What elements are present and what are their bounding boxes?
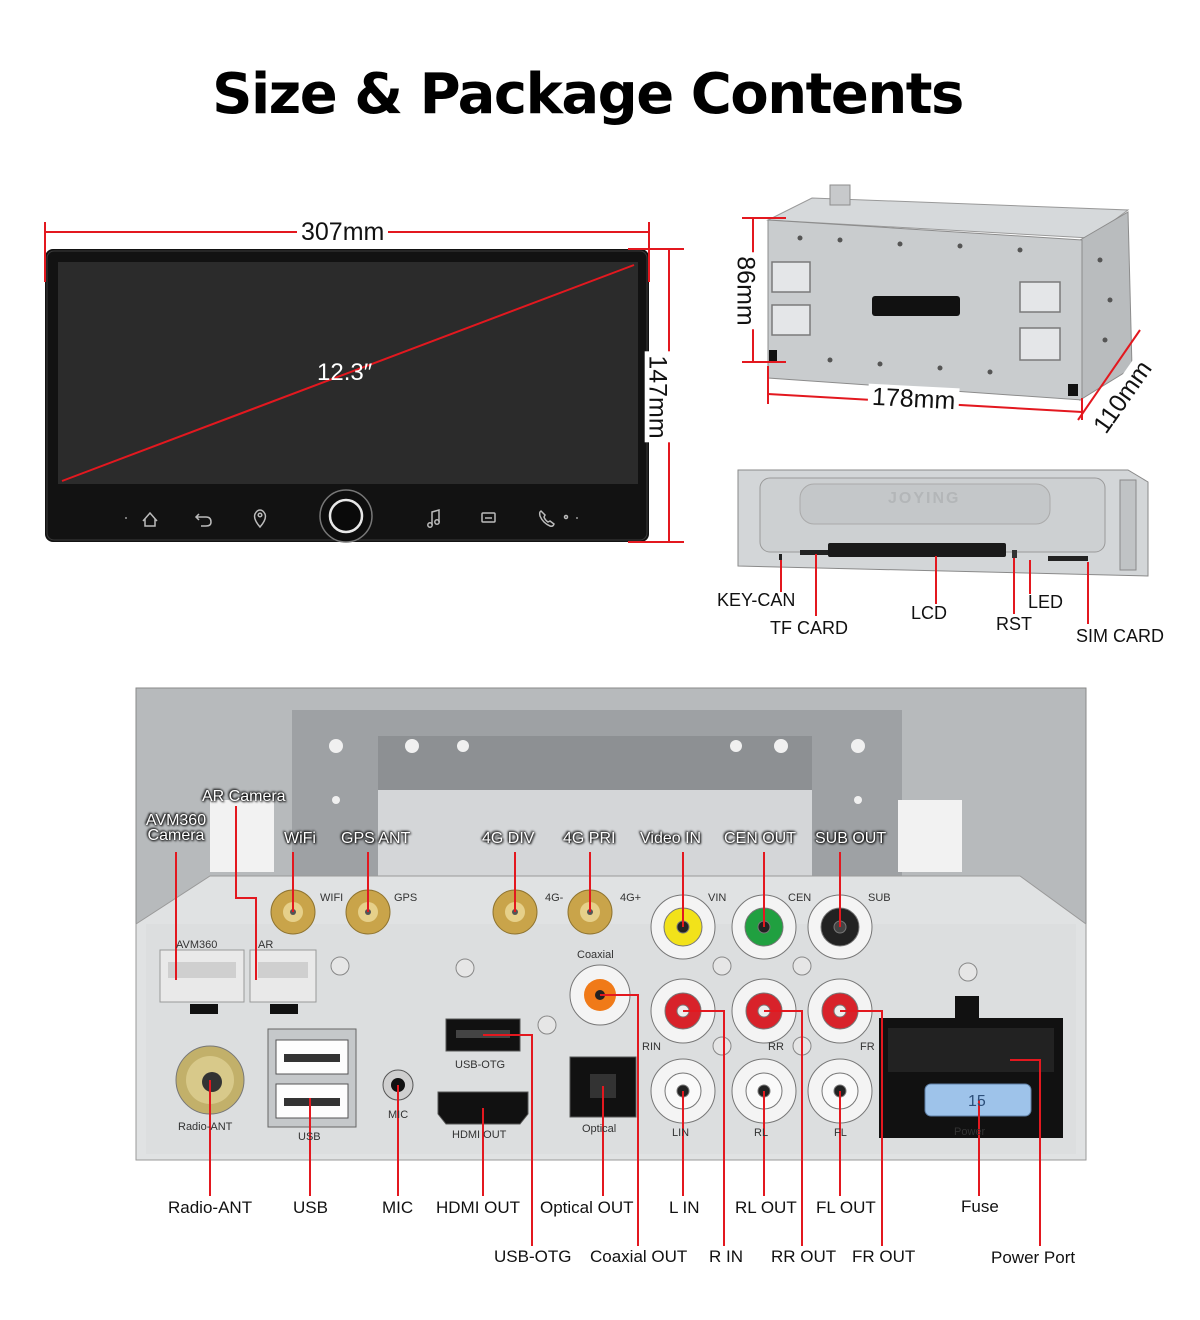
- rr-out-label: RR OUT: [771, 1247, 837, 1266]
- svg-text:RL: RL: [754, 1127, 768, 1139]
- svg-text:4G+: 4G+: [620, 892, 641, 904]
- music-icon: [427, 509, 440, 528]
- svg-text:HDMI OUT: HDMI OUT: [452, 1129, 507, 1141]
- radio-icon: [481, 512, 496, 523]
- volume-knob: [319, 489, 373, 543]
- svg-text:Radio-ANT: Radio-ANT: [178, 1121, 233, 1133]
- hdmi-out-label: HDMI OUT: [436, 1198, 521, 1217]
- svg-text:RIN: RIN: [642, 1041, 661, 1053]
- svg-text:FR: FR: [860, 1041, 875, 1053]
- sub-out-label: SUB OUT: [815, 830, 887, 847]
- usb-otg-label: USB-OTG: [494, 1247, 572, 1266]
- video-in-label: Video IN: [640, 830, 702, 847]
- screen-figure: [44, 222, 684, 543]
- tf-card-label: TF CARD: [770, 618, 848, 638]
- cen-out-label: CEN OUT: [724, 830, 796, 847]
- svg-text:SUB: SUB: [868, 892, 891, 904]
- svg-text:WIFI: WIFI: [320, 892, 343, 904]
- l-in-label: L IN: [669, 1198, 700, 1217]
- 4g-pri-label: 4G PRI: [563, 830, 616, 847]
- avm360-camera-label: AVM360 Camera: [145, 812, 207, 844]
- location-icon: [253, 509, 267, 529]
- rl-out-label: RL OUT: [735, 1198, 797, 1217]
- side-panel-leaders: [780, 554, 1089, 624]
- screen-width-label: 307mm: [297, 219, 389, 245]
- svg-text:Power: Power: [954, 1126, 986, 1138]
- back-icon: [194, 513, 212, 527]
- svg-text:MIC: MIC: [388, 1109, 408, 1121]
- side-panel-figure: JOYING: [737, 469, 1149, 624]
- key-can-label: KEY-CAN: [717, 590, 796, 610]
- mic-label: MIC: [382, 1198, 414, 1217]
- svg-text:CEN: CEN: [788, 892, 811, 904]
- gps-ant-label: GPS ANT: [341, 830, 411, 847]
- fuse-label: Fuse: [961, 1197, 999, 1216]
- svg-text:USB: USB: [298, 1131, 321, 1143]
- fr-out-label: FR OUT: [852, 1247, 916, 1266]
- 4g-div-label: 4G DIV: [482, 830, 535, 847]
- usb-label: USB: [293, 1198, 328, 1217]
- svg-text:15: 15: [968, 1093, 986, 1110]
- power-port-label: Power Port: [991, 1248, 1076, 1267]
- svg-text:Optical: Optical: [582, 1123, 616, 1135]
- wifi-label: WiFi: [284, 830, 316, 847]
- svg-text:FL: FL: [834, 1127, 847, 1139]
- r-in-label: R IN: [709, 1247, 743, 1266]
- screen-diagonal-label: 12.3″: [317, 359, 373, 386]
- rear-top-leaders: [175, 806, 841, 980]
- home-icon: [142, 511, 158, 527]
- screen-button-row: [125, 489, 578, 543]
- ar-camera-label: AR Camera: [202, 788, 286, 805]
- chassis-figure: [742, 184, 1141, 421]
- svg-text:RR: RR: [768, 1041, 784, 1053]
- sim-card-label: SIM CARD: [1076, 626, 1165, 646]
- svg-text:Coaxial: Coaxial: [577, 949, 614, 961]
- radio-ant-label: Radio-ANT: [168, 1198, 253, 1217]
- lcd-label: LCD: [911, 603, 948, 623]
- svg-text:GPS: GPS: [394, 892, 417, 904]
- optical-out-label: Optical OUT: [540, 1198, 634, 1217]
- phone-icon: [538, 510, 555, 527]
- page-title: Size & Package Contents: [212, 62, 964, 127]
- svg-text:4G-: 4G-: [545, 892, 564, 904]
- svg-text:LIN: LIN: [672, 1127, 689, 1139]
- svg-text:AR: AR: [258, 939, 273, 951]
- svg-text:USB-OTG: USB-OTG: [455, 1059, 505, 1071]
- fl-out-label: FL OUT: [816, 1198, 876, 1217]
- rst-label: RST: [996, 614, 1032, 634]
- rear-bottom-leaders: [209, 994, 1041, 1246]
- coaxial-out-label: Coaxial OUT: [590, 1247, 688, 1266]
- led-label: LED: [1028, 592, 1064, 612]
- brand-text: JOYING: [888, 490, 960, 507]
- svg-text:VIN: VIN: [708, 892, 726, 904]
- svg-text:AVM360: AVM360: [176, 939, 217, 951]
